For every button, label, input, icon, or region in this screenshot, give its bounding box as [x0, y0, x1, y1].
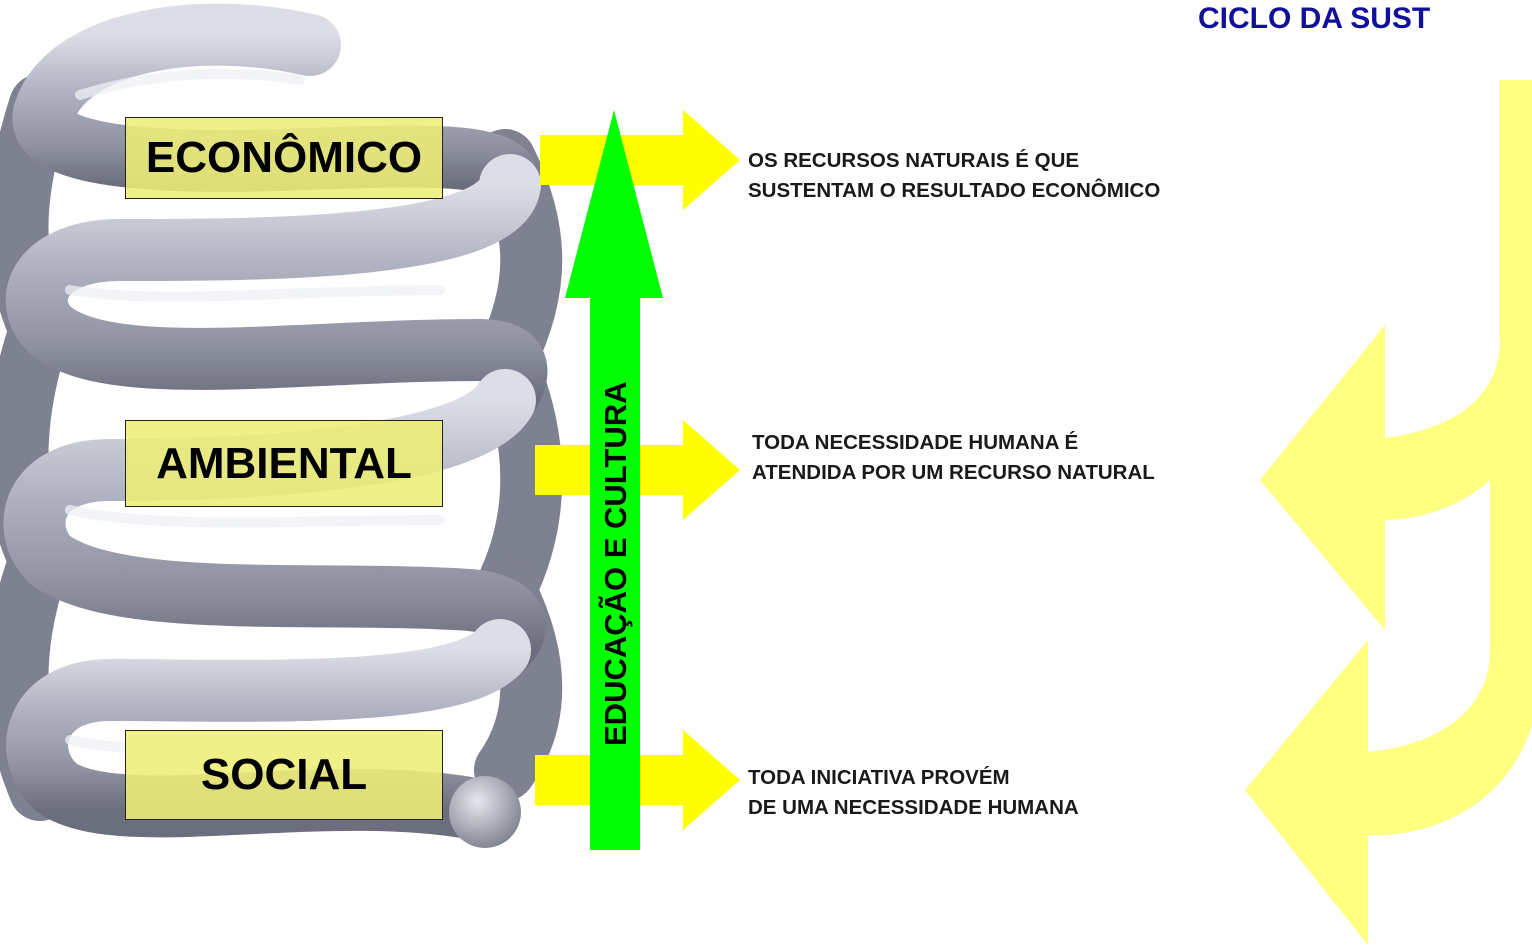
label-economico: ECONÔMICO	[125, 117, 443, 199]
green-up-arrow	[565, 110, 663, 850]
description-social-line2: DE UMA NECESSIDADE HUMANA	[748, 796, 1079, 819]
description-economico-line1: OS RECURSOS NATURAIS É QUE	[748, 149, 1080, 172]
description-ambiental: TODA NECESSIDADE HUMANA É ATENDIDA POR U…	[752, 428, 1155, 488]
vertical-label-educacao-cultura: EDUCAÇÃO E CULTURA	[598, 381, 633, 746]
label-economico-text: ECONÔMICO	[145, 133, 423, 182]
spring-end-cap	[449, 776, 521, 848]
yellow-right-arrow-economico	[540, 110, 740, 210]
label-social: SOCIAL	[125, 730, 443, 820]
description-economico-line2: SUSTENTAM O RESULTADO ECONÔMICO	[748, 179, 1161, 202]
description-ambiental-line1: TODA NECESSIDADE HUMANA É	[752, 431, 1079, 454]
description-economico: OS RECURSOS NATURAIS É QUE SUSTENTAM O R…	[748, 146, 1160, 206]
label-social-text: SOCIAL	[200, 750, 368, 799]
label-ambiental-text: AMBIENTAL	[156, 438, 412, 488]
label-ambiental: AMBIENTAL	[125, 420, 443, 507]
description-social: TODA INICIATIVA PROVÉM DE UMA NECESSIDAD…	[748, 763, 1079, 823]
curved-yellow-cycle-arrow	[1245, 80, 1532, 945]
page-title: CICLO DA SUST	[1198, 2, 1431, 35]
description-ambiental-line2: ATENDIDA POR UM RECURSO NATURAL	[752, 461, 1155, 484]
description-social-line1: TODA INICIATIVA PROVÉM	[748, 766, 1010, 789]
